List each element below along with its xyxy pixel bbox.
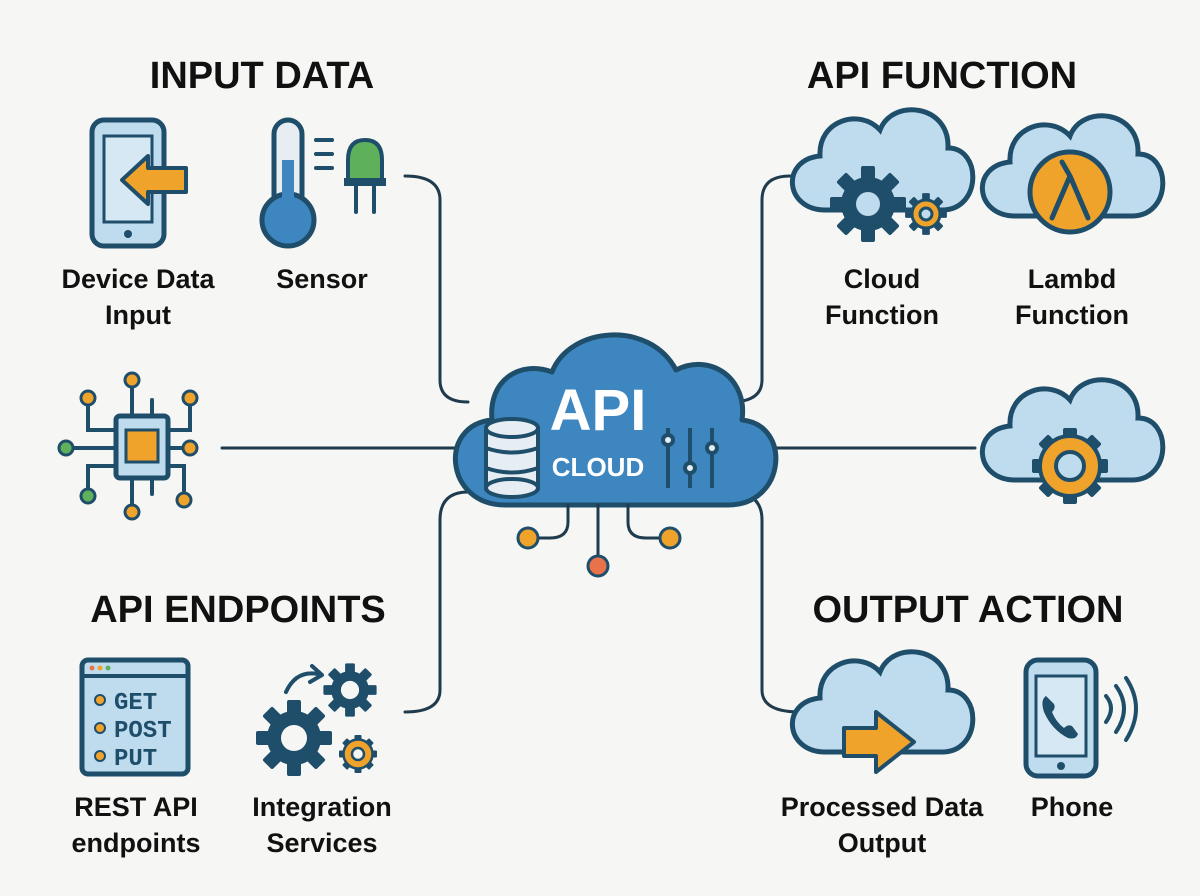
rest-api-label-2: endpoints	[72, 828, 201, 858]
device-data-input-label-2: Input	[105, 300, 171, 330]
section-title-input-data: INPUT DATA	[150, 55, 374, 97]
cloud-function-node: Cloud Function	[792, 110, 972, 330]
sliders-icon	[661, 428, 719, 488]
integration-services-label-2: Services	[266, 828, 377, 858]
sensor-node: Sensor	[259, 117, 386, 294]
lambda-function-node: Lambd Function	[982, 116, 1162, 330]
sensor-label: Sensor	[276, 264, 368, 294]
rest-method-post: POST	[114, 718, 172, 745]
processed-data-output-label-1: Processed Data	[781, 792, 985, 822]
rest-api-label-1: REST API	[74, 792, 198, 822]
thermometer-icon	[259, 117, 334, 249]
cloud-connector-dots	[516, 503, 682, 578]
chip-icon	[57, 371, 199, 521]
section-title-output-action: OUTPUT ACTION	[812, 589, 1123, 631]
section-title-api-endpoints: API ENDPOINTS	[90, 589, 386, 631]
phone-label: Phone	[1031, 792, 1114, 822]
phone-node: Phone	[1023, 657, 1138, 822]
connector-sensor	[403, 174, 470, 404]
center-subtitle: CLOUD	[552, 452, 644, 482]
phone-arrow-icon	[89, 117, 188, 249]
connector-lines	[220, 174, 977, 714]
section-title-api-function: API FUNCTION	[807, 55, 1077, 97]
rest-method-get: GET	[114, 690, 157, 717]
led-icon	[344, 137, 386, 214]
device-data-input-node: Device Data Input	[61, 117, 216, 330]
cloud-function-label-2: Function	[825, 300, 939, 330]
gears-icon	[256, 663, 377, 776]
processed-data-output-node: Processed Data Output	[781, 652, 985, 858]
cloud-function-label-1: Cloud	[844, 264, 920, 294]
integration-services-label-1: Integration	[252, 792, 392, 822]
lambda-cloud-icon	[982, 116, 1162, 235]
rest-api-node: GET POST PUT REST API endpoints	[72, 657, 201, 858]
processed-data-output-label-2: Output	[838, 828, 926, 858]
integration-services-node: Integration Services	[252, 663, 392, 858]
cloud-arrow-icon	[792, 652, 972, 774]
connector-output	[728, 490, 802, 714]
browser-window-icon: GET POST PUT	[79, 657, 191, 777]
phone-call-icon	[1023, 657, 1138, 779]
lambda-function-label-1: Lambd	[1028, 264, 1117, 294]
rest-method-put: PUT	[114, 746, 157, 773]
gear-cloud-icon	[982, 380, 1162, 504]
connector-endpoints	[403, 490, 470, 714]
device-data-input-label-1: Device Data	[61, 264, 215, 294]
cloud-gears-icon	[792, 110, 972, 242]
connector-cloud-function	[728, 174, 792, 404]
lambda-function-label-2: Function	[1015, 300, 1129, 330]
api-cloud: API CLOUD	[453, 332, 779, 578]
database-icon	[484, 417, 540, 499]
center-title: API	[550, 378, 647, 443]
